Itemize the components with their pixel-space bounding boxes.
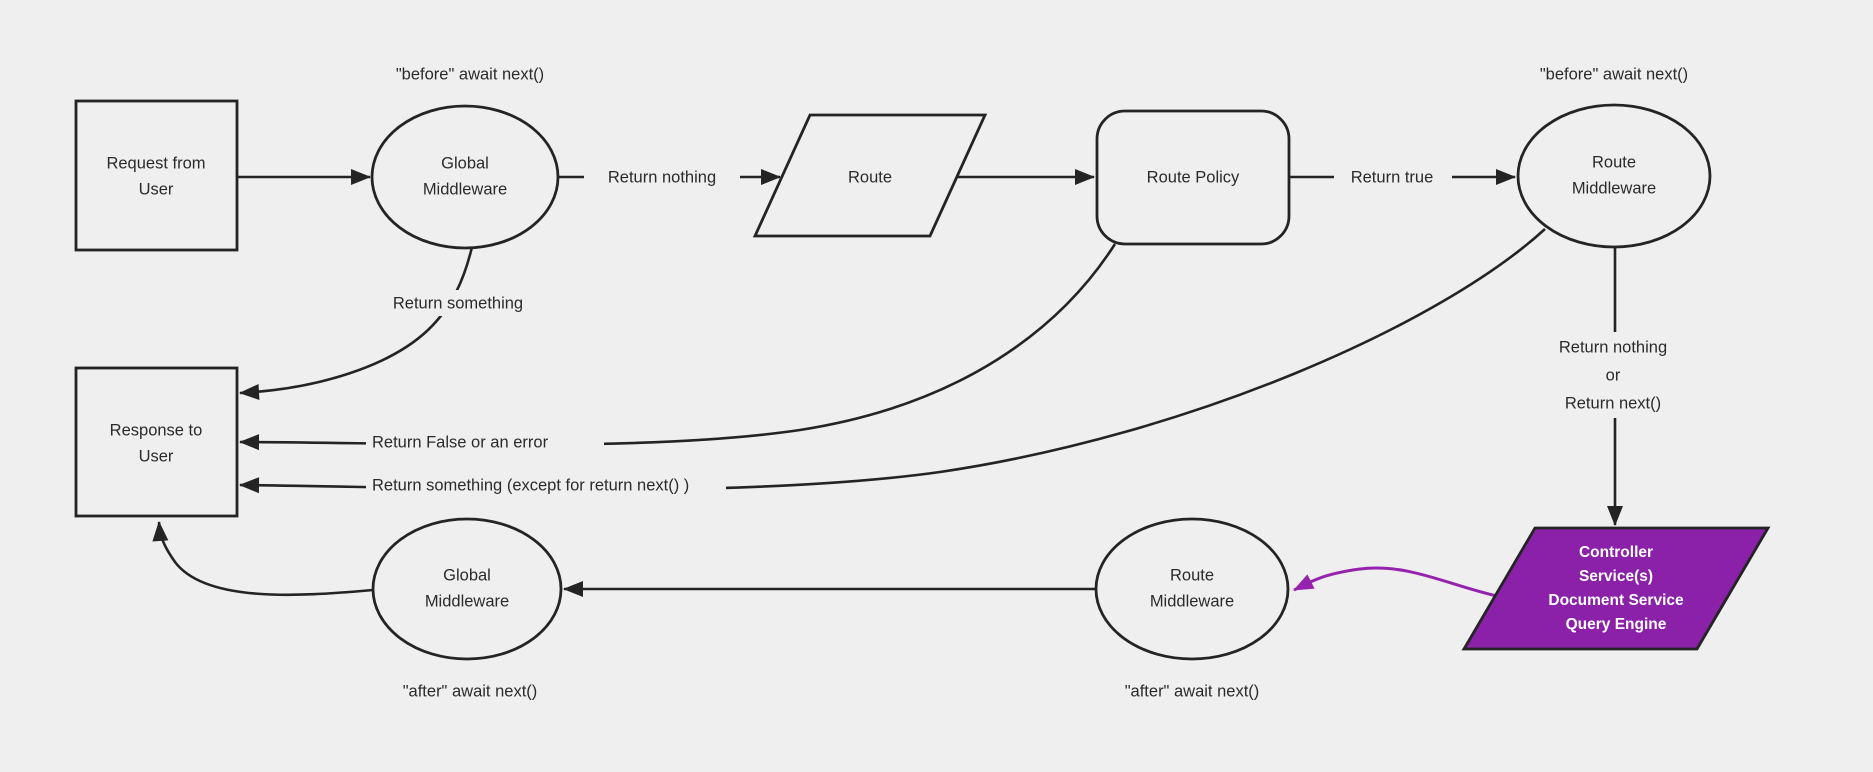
node-controller-services: Controller Service(s) Document Service Q…	[1461, 526, 1771, 651]
edge-label-bg	[1334, 164, 1452, 190]
ellipse-shape	[371, 517, 563, 661]
edge-label-bg	[366, 472, 726, 498]
node-label: User	[139, 447, 174, 465]
node-label: Middleware	[423, 180, 507, 198]
node-global-middleware-bottom: Global Middleware	[371, 517, 563, 661]
rectangle-shape	[74, 99, 239, 252]
ellipse-shape	[370, 104, 560, 250]
parallelogram-shape	[1461, 526, 1771, 651]
node-label: Route Policy	[1147, 168, 1240, 186]
parallelogram-shape	[752, 113, 988, 238]
node-label: Global	[441, 154, 489, 172]
edge-label-bg	[368, 290, 548, 316]
node-label: Response to	[110, 421, 203, 439]
edge-controller-to-route-middleware-bottom	[1293, 566, 1498, 598]
node-label: Middleware	[425, 592, 509, 610]
edge-label-text: Return nothing	[608, 168, 716, 186]
node-label: Service(s)	[1579, 568, 1653, 585]
edge-label-text: or	[1606, 366, 1621, 384]
node-label: Global	[443, 566, 491, 584]
node-label: Middleware	[1572, 179, 1656, 197]
annotation-after-await-right: "after" await next()	[1125, 682, 1260, 700]
node-response-to-user: Response to User	[74, 366, 239, 518]
node-route-middleware-bottom: Route Middleware	[1094, 517, 1290, 661]
edge-label-return-nothing: Return nothing	[584, 164, 740, 190]
node-label: Middleware	[1150, 592, 1234, 610]
rounded-rectangle-shape	[1095, 109, 1291, 246]
node-label: Controller	[1579, 544, 1653, 561]
node-route: Route	[752, 113, 988, 238]
edges	[152, 169, 1623, 598]
edge-label-return-false-or-error: Return False or an error	[366, 429, 604, 455]
node-label: Route	[1170, 566, 1214, 584]
node-label: Route	[848, 168, 892, 186]
edge-label-text: Return something	[393, 294, 523, 312]
annotation-after-await-left: "after" await next()	[403, 682, 538, 700]
node-global-middleware-top: Global Middleware	[370, 104, 560, 250]
edge-label-text: Return next()	[1565, 394, 1661, 412]
node-route-middleware-top: Route Middleware	[1516, 103, 1712, 249]
edge-label-return-something-except: Return something (except for return next…	[366, 472, 726, 498]
rectangle-shape	[74, 366, 239, 518]
node-request-from-user: Request from User	[74, 99, 239, 252]
edge-label-return-nothing-or-next: Return nothing or Return next()	[1536, 332, 1694, 418]
edge-label-bg	[1536, 332, 1694, 418]
edge-label-bg	[584, 164, 740, 190]
edge-label-return-something: Return something	[368, 290, 548, 316]
edge-route-policy-to-response	[239, 243, 1117, 451]
edge-label-text: Return something (except for return next…	[372, 476, 689, 494]
node-label: Route	[1592, 153, 1636, 171]
ellipse-shape	[1516, 103, 1712, 249]
node-label: Document Service	[1548, 592, 1684, 609]
edge-label-bg	[366, 429, 604, 455]
edge-global-middleware-bottom-to-response	[152, 521, 374, 597]
node-label: Request from	[106, 154, 205, 172]
node-label: User	[139, 180, 174, 198]
edge-label-text: Return False or an error	[372, 433, 549, 451]
annotation-before-await-right: "before" await next()	[1540, 65, 1688, 83]
edge-label-text: Return true	[1351, 168, 1434, 186]
node-route-policy: Route Policy	[1095, 109, 1291, 246]
ellipse-shape	[1094, 517, 1290, 661]
edge-label-return-true: Return true	[1334, 164, 1452, 190]
edge-global-middleware-to-response	[239, 246, 474, 401]
annotation-before-await-left: "before" await next()	[396, 65, 544, 83]
edge-label-text: Return nothing	[1559, 338, 1667, 356]
node-label: Query Engine	[1566, 616, 1667, 633]
